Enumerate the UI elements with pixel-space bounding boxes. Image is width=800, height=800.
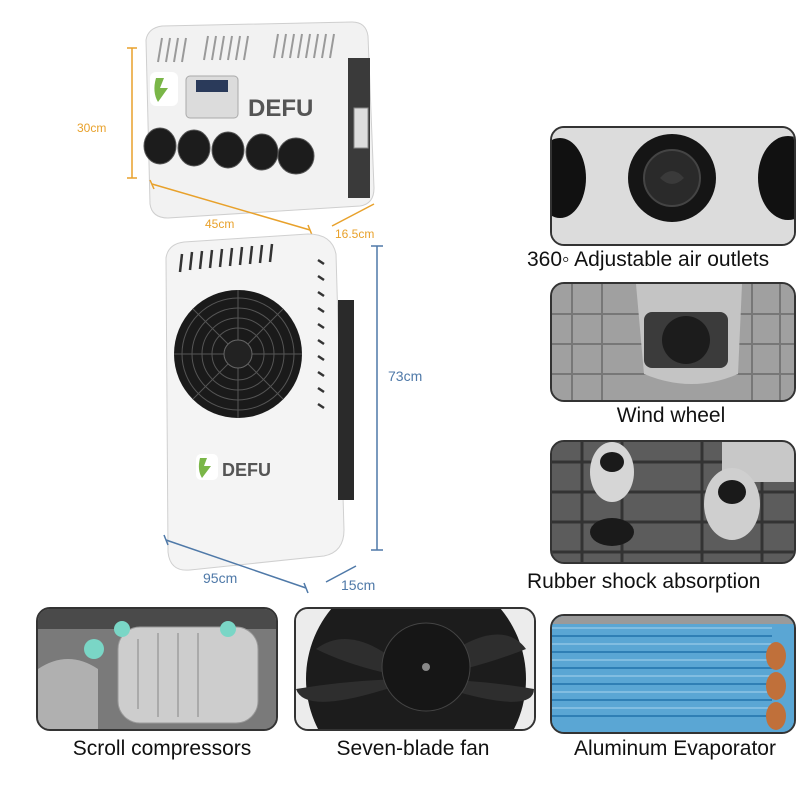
bottom-height-label: 73cm [388,368,423,384]
air-outlets-photo [550,126,796,246]
caption-scroll-compressors: Scroll compressors [72,737,252,760]
caption-seven-blade-fan: Seven-blade fan [336,737,490,760]
bottom-depth-label: 15cm [341,577,376,593]
aluminum-evaporator-photo [550,614,796,734]
caption-rubber-shock: Rubber shock absorption [527,570,761,593]
bottom-unit-photo: DEFU [160,230,360,575]
top-unit-dimension-lines [127,47,375,236]
top-width-label: 45cm [205,217,235,231]
bottom-width-label: 95cm [203,570,238,586]
svg-text:DEFU: DEFU [248,95,313,122]
caption-air-outlets: 360◦ Adjustable air outlets [527,248,770,271]
caption-wind-wheel: Wind wheel [616,404,726,427]
scroll-compressor-photo [36,607,278,731]
top-height-label: 30cm [77,121,107,135]
svg-text:DEFU: DEFU [222,460,271,480]
top-unit-photo: DEFU [138,18,378,223]
seven-blade-fan-photo [294,607,536,731]
wind-wheel-photo [550,282,796,402]
top-depth-label: 16.5cm [335,227,375,241]
rubber-shock-photo [550,440,796,564]
caption-aluminum-evaporator: Aluminum Evaporator [574,737,776,760]
bottom-unit-dimension-lines [163,245,383,594]
